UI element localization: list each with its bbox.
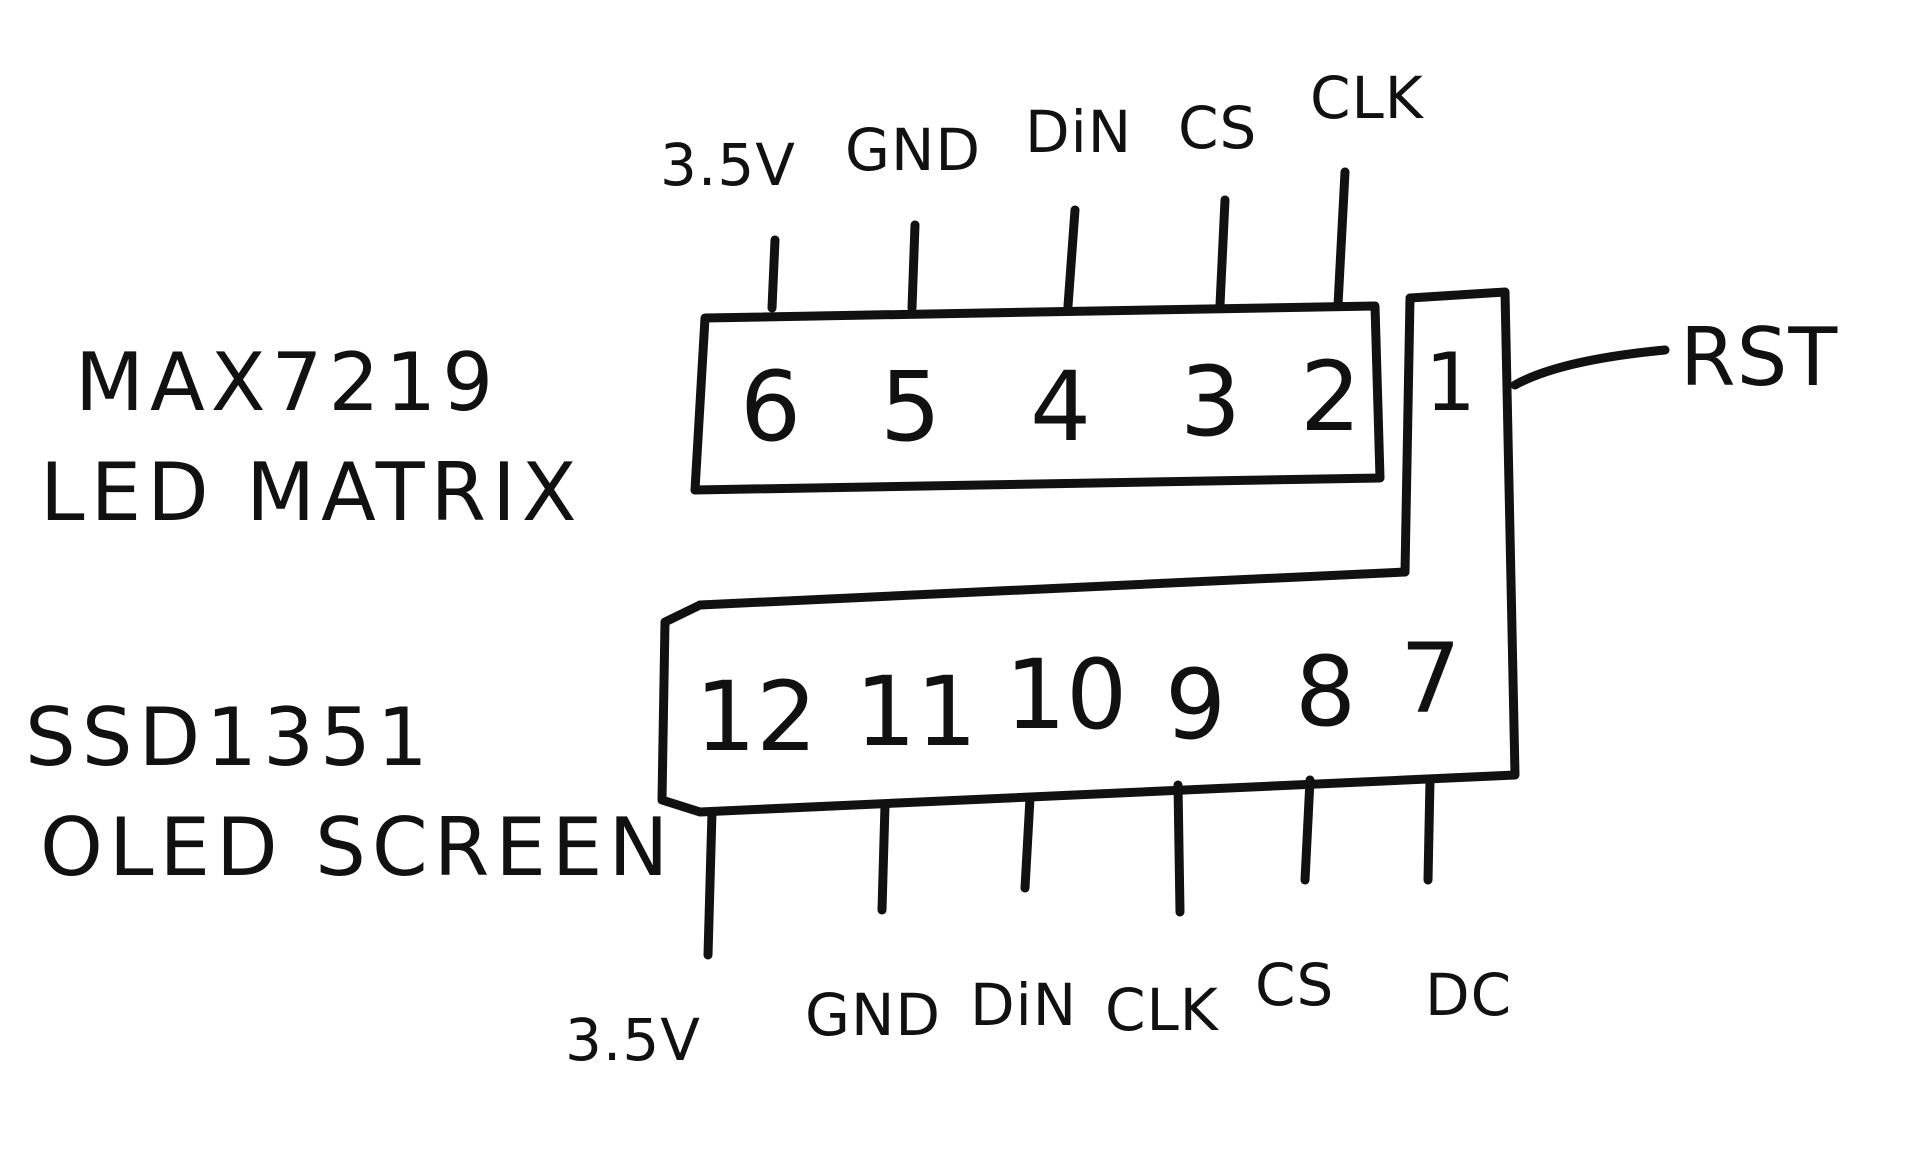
max7219-pin-6-signal: 3.5V: [660, 131, 796, 199]
max7219-pin-2-lead: [1333, 167, 1350, 310]
shared-pin-7-number: 7: [1400, 623, 1461, 735]
ssd1351-pin-11-number: 11: [855, 656, 977, 768]
ssd1351-pin-10-lead: [1020, 793, 1035, 893]
max7219-pin-5-number: 5: [880, 351, 941, 463]
max7219-name-line1: MAX7219: [75, 336, 499, 429]
max7219-pin-4-signal: DiN: [1025, 98, 1132, 166]
max7219-pin-5-signal: GND: [845, 116, 981, 184]
ssd1351-pin-10-number: 10: [1005, 639, 1127, 751]
ssd1351-dc-lead: [1423, 775, 1435, 885]
ribbon-inner-edge: [695, 567, 1410, 610]
shared-pin-1-number: 1: [1425, 336, 1476, 429]
ssd1351-pin-11-signal: GND: [805, 981, 941, 1049]
ssd1351-name-line2: OLED SCREEN: [40, 801, 674, 894]
ssd1351-pin-12-signal: 3.5V: [565, 1006, 701, 1074]
ssd1351-pin-8-lead: [1300, 775, 1315, 885]
max7219-pin-3-number: 3: [1180, 346, 1241, 458]
max7219-pin-4-number: 4: [1030, 351, 1091, 463]
max7219-pin-6-lead: [767, 235, 780, 313]
max7219-name-line2: LED MATRIX: [40, 446, 583, 539]
ssd1351-pin-10-signal: DiN: [970, 971, 1077, 1039]
rst-signal: RST: [1680, 311, 1838, 404]
shared-rst-ribbon: [1400, 287, 1520, 785]
ssd1351-pin-9-number: 9: [1165, 649, 1226, 761]
ssd1351-dc-signal: DC: [1425, 961, 1512, 1029]
ssd1351-pin-12-lead: [703, 807, 717, 960]
ssd1351-pin-9-signal: CLK: [1105, 976, 1220, 1044]
max7219-pin-3-lead: [1215, 195, 1230, 310]
ssd1351-pin-8-number: 8: [1295, 636, 1356, 748]
ssd1351-pin-9-lead: [1173, 780, 1185, 917]
ssd1351-pin-11-lead: [877, 800, 890, 915]
ssd1351-pin-8-signal: CS: [1255, 951, 1334, 1019]
max7219-pin-5-lead: [907, 220, 920, 313]
ssd1351-name-line1: SSD1351: [25, 691, 434, 784]
ssd1351-pin-12-number: 12: [695, 661, 817, 773]
max7219-pin-6-number: 6: [740, 351, 801, 463]
max7219-pin-2-signal: CLK: [1310, 64, 1425, 132]
max7219-connector-box: [690, 301, 1385, 495]
max7219-pin-2-number: 2: [1300, 341, 1361, 453]
max7219-pin-4-lead: [1063, 205, 1080, 311]
ssd1351-connector-box: [657, 600, 1410, 817]
max7219-pin-3-signal: CS: [1178, 94, 1257, 162]
rst-lead: [1510, 345, 1670, 390]
